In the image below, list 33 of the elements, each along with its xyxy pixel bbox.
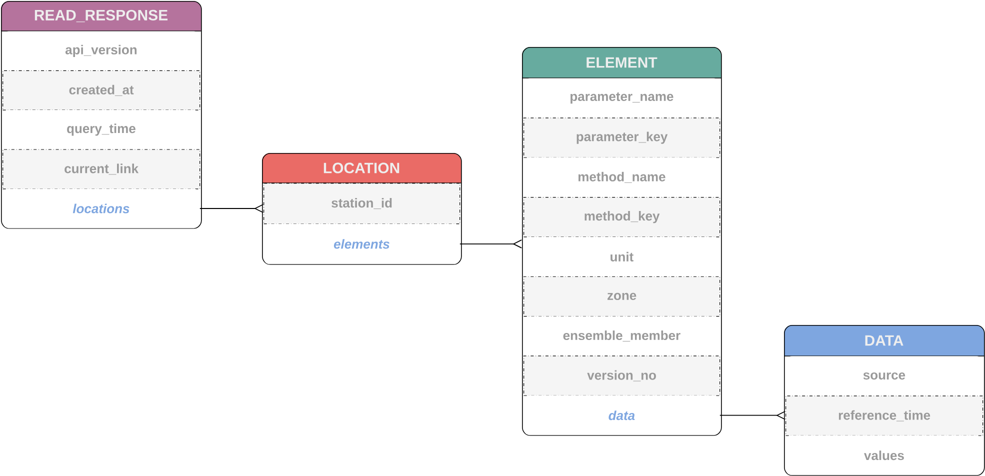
attribute-row: current_link — [2, 149, 200, 190]
attribute-row: unit — [524, 236, 720, 277]
node-label: unit — [610, 252, 634, 262]
attribute-row: parameter_key — [524, 118, 720, 158]
attribute-row: query_time — [2, 110, 200, 150]
attribute-row: created_at — [2, 70, 200, 110]
attribute-row: ensemble_member — [524, 316, 720, 356]
attribute-row: api_version — [2, 31, 200, 71]
node-label: source — [863, 372, 906, 380]
node-label: values — [864, 450, 904, 460]
node-label: api_version — [65, 44, 137, 57]
node-label: parameter_name — [570, 92, 674, 104]
node-label: elements — [334, 239, 390, 249]
attribute-row: values — [786, 436, 983, 476]
attribute-row: method_name — [524, 158, 720, 198]
attribute-row: source — [786, 356, 983, 396]
attribute-row: elements — [264, 224, 460, 264]
relationship-line — [199, 204, 264, 213]
node-label: locations — [72, 204, 130, 214]
attribute-row: reference_time — [786, 396, 984, 436]
attribute-row: station_id — [264, 182, 460, 224]
relationship-line — [719, 410, 786, 420]
relationship-line — [459, 240, 522, 248]
attribute-row: data — [524, 396, 720, 436]
node-label: query_time — [67, 124, 136, 136]
attribute-row: version_no — [524, 356, 720, 396]
attribute-row: method_key — [524, 196, 720, 238]
node-label: method_name — [578, 172, 666, 183]
node-label: data — [608, 410, 635, 420]
attribute-row: zone — [524, 276, 720, 317]
attribute-row: parameter_name — [524, 78, 720, 118]
attribute-row: locations — [2, 188, 200, 228]
node-label: ensemble_member — [563, 330, 680, 342]
